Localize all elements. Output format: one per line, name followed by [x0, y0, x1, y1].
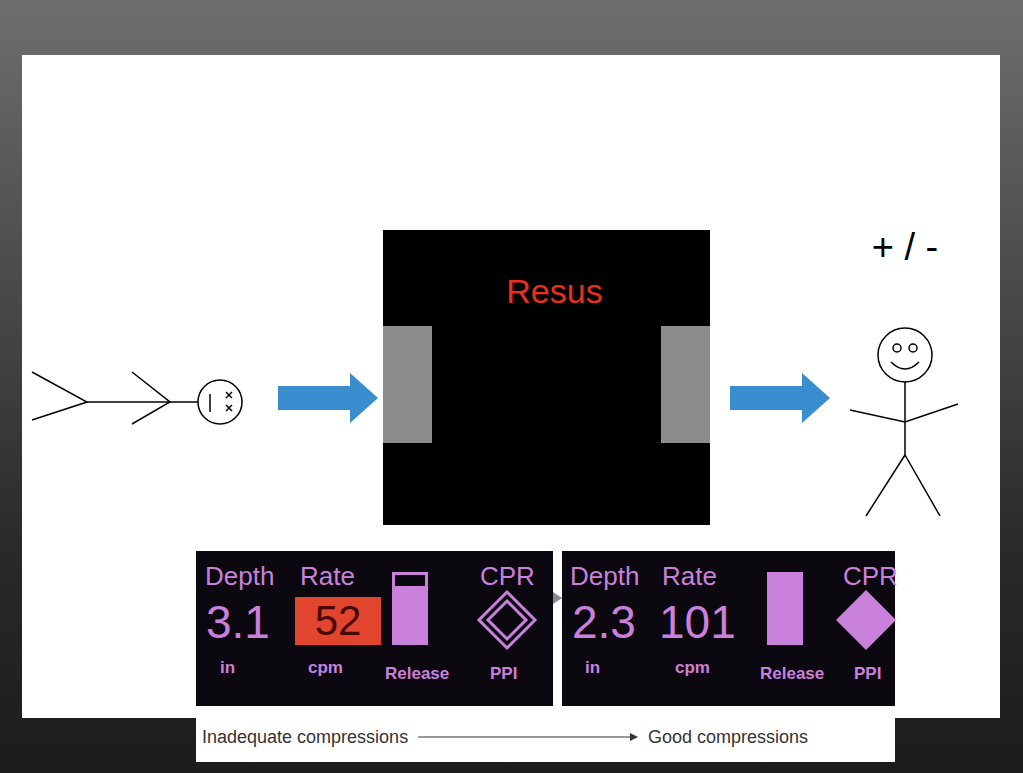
- release-bar: [767, 572, 803, 645]
- unit-label: Release: [385, 665, 449, 682]
- monitor-panel: Depth Rate CPR 2.3 101 in cpm Release PPI: [562, 551, 914, 706]
- metric-heading: Depth: [205, 563, 274, 589]
- release-bar-gap: [395, 575, 425, 586]
- caption-text: Good compressions: [648, 728, 808, 746]
- unit-label: Release: [760, 665, 824, 682]
- unit-label: PPI: [854, 665, 881, 682]
- metric-value: 3.1: [206, 599, 270, 645]
- monitor-panel-fill: [196, 551, 553, 706]
- metric-heading: Rate: [662, 563, 717, 589]
- door: [383, 326, 432, 443]
- flow-connector: [553, 598, 562, 599]
- caption-arrowhead: [630, 733, 638, 741]
- metric-value: 52: [295, 600, 381, 642]
- caption-strip: [196, 706, 895, 762]
- metric-heading: Rate: [300, 563, 355, 589]
- ppi-diamond: [479, 592, 535, 648]
- release-bar: [392, 572, 428, 645]
- lying-figure: [32, 372, 242, 424]
- box-title: Resus: [383, 274, 726, 308]
- door: [661, 326, 710, 443]
- ppi-diamond: [836, 590, 896, 650]
- metric-value: 2.3: [572, 599, 636, 645]
- metric-value: 101: [659, 599, 736, 645]
- unit-label: cpm: [308, 659, 343, 676]
- slide-ground: [22, 55, 1000, 718]
- metric-heading: CPR: [843, 563, 898, 589]
- flow-arrow: [730, 373, 830, 423]
- flow-arrow: [278, 373, 378, 423]
- resus-box: Resus: [383, 230, 726, 525]
- metric-heading: CPR: [480, 563, 535, 589]
- outcome-label: + / -: [850, 228, 960, 266]
- standing-figure: [850, 328, 958, 516]
- metric-heading: Depth: [570, 563, 639, 589]
- unit-label: PPI: [490, 665, 517, 682]
- unit-label: cpm: [675, 659, 710, 676]
- caption-arrow: [418, 736, 632, 737]
- unit-label: in: [220, 659, 235, 676]
- caption-text: Inadequate compressions: [202, 728, 408, 746]
- monitor-panel: Depth Rate CPR 3.1 in cpm Release PPI 52: [196, 551, 553, 706]
- ppi-diamond-inner: [488, 601, 526, 639]
- unit-label: in: [585, 659, 600, 676]
- alarm-box: 52: [295, 597, 381, 645]
